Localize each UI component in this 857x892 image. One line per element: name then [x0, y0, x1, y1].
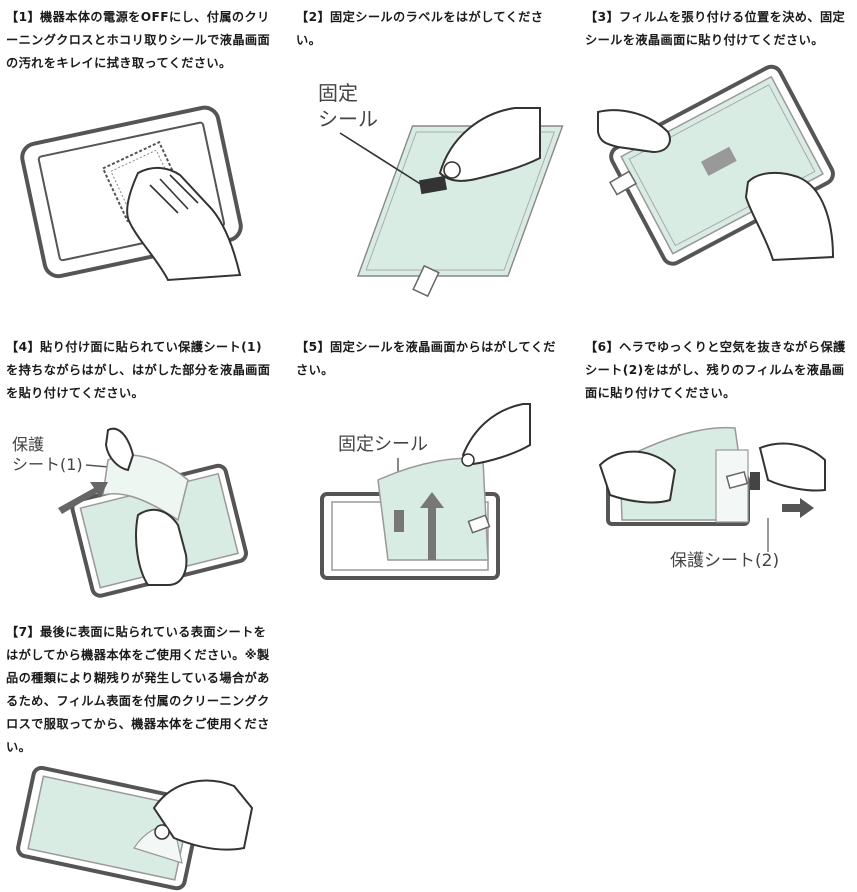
hand-icon	[461, 403, 531, 466]
step-1: 【1】機器本体の電源をOFFにし、付属のクリーニングクロスとホコリ取りシールで液…	[6, 6, 274, 75]
step-6-illustration: 保護シート(2)	[598, 420, 835, 575]
step-2: 【2】固定シールのラベルをはがしてください。	[296, 6, 558, 52]
step-6-text: 【6】ヘラでゆっくりと空気を抜きながら保護シート(2)をはがし、残りのフィルムを…	[585, 340, 846, 400]
step-5-illustration: 固定シール	[318, 400, 533, 585]
step-4-illustration: 保護 シート(1)	[8, 420, 258, 598]
step-1-illustration	[18, 95, 268, 282]
hand-icon	[438, 107, 541, 182]
tab-icon	[467, 514, 491, 534]
hand-icon	[152, 779, 254, 851]
step-2-illustration: 固定 シール	[300, 78, 564, 303]
tab-icon	[725, 470, 749, 490]
tablet	[609, 64, 835, 266]
step-3-text: 【3】フィルムを張り付ける位置を決め、固定シールを液晶画面に貼り付けてください。	[585, 10, 846, 47]
right-arrow-icon	[782, 498, 814, 518]
label-kotei: 固定	[318, 81, 358, 105]
step-7: 【7】最後に表面に貼られている表面シートをはがしてから機器本体をご使用ください。…	[6, 621, 274, 759]
hand-icon	[126, 167, 242, 282]
label-hogo: 保護	[12, 435, 44, 454]
step-3: 【3】フィルムを張り付ける位置を決め、固定シールを液晶画面に貼り付けてください。	[585, 6, 855, 52]
step-7-illustration	[4, 765, 254, 891]
up-arrow-icon	[420, 492, 444, 560]
arrow-icon	[58, 482, 108, 514]
step-6: 【6】ヘラでゆっくりと空気を抜きながら保護シート(2)をはがし、残りのフィルムを…	[585, 336, 855, 405]
label-seal: シール	[318, 107, 378, 131]
label-kotei-seal: 固定シール	[338, 434, 428, 455]
right-hand-icon	[744, 171, 835, 262]
step-1-text: 【1】機器本体の電源をOFFにし、付属のクリーニングクロスとホコリ取りシールで液…	[6, 10, 271, 70]
label-sheet2: 保護シート(2)	[670, 551, 779, 571]
step-4: 【4】貼り付け面に貼られてい保護シート(1)を持ちながらはがし、はがした部分を液…	[6, 336, 274, 405]
tab-icon	[608, 170, 638, 196]
label-sheet1: シート(1)	[12, 455, 83, 474]
hand-icon	[104, 427, 135, 472]
step-5: 【5】固定シールを液晶画面からはがしてください。	[296, 336, 564, 382]
right-hand-icon	[758, 442, 826, 492]
fixing-seal	[418, 175, 448, 195]
tablet	[16, 765, 203, 891]
tab-icon	[412, 264, 440, 298]
step-4-text: 【4】貼り付け面に貼られてい保護シート(1)を持ちながらはがし、はがした部分を液…	[6, 340, 271, 400]
left-hand-icon	[598, 450, 677, 504]
step-2-text: 【2】固定シールのラベルをはがしてください。	[296, 10, 544, 47]
left-hand-icon	[597, 109, 671, 154]
hand-icon-2	[135, 508, 188, 586]
step-3-illustration	[597, 64, 838, 266]
step-7-text: 【7】最後に表面に貼られている表面シートをはがしてから機器本体をご使用ください。…	[6, 625, 270, 754]
step-5-text: 【5】固定シールを液晶画面からはがしてください。	[296, 340, 556, 377]
